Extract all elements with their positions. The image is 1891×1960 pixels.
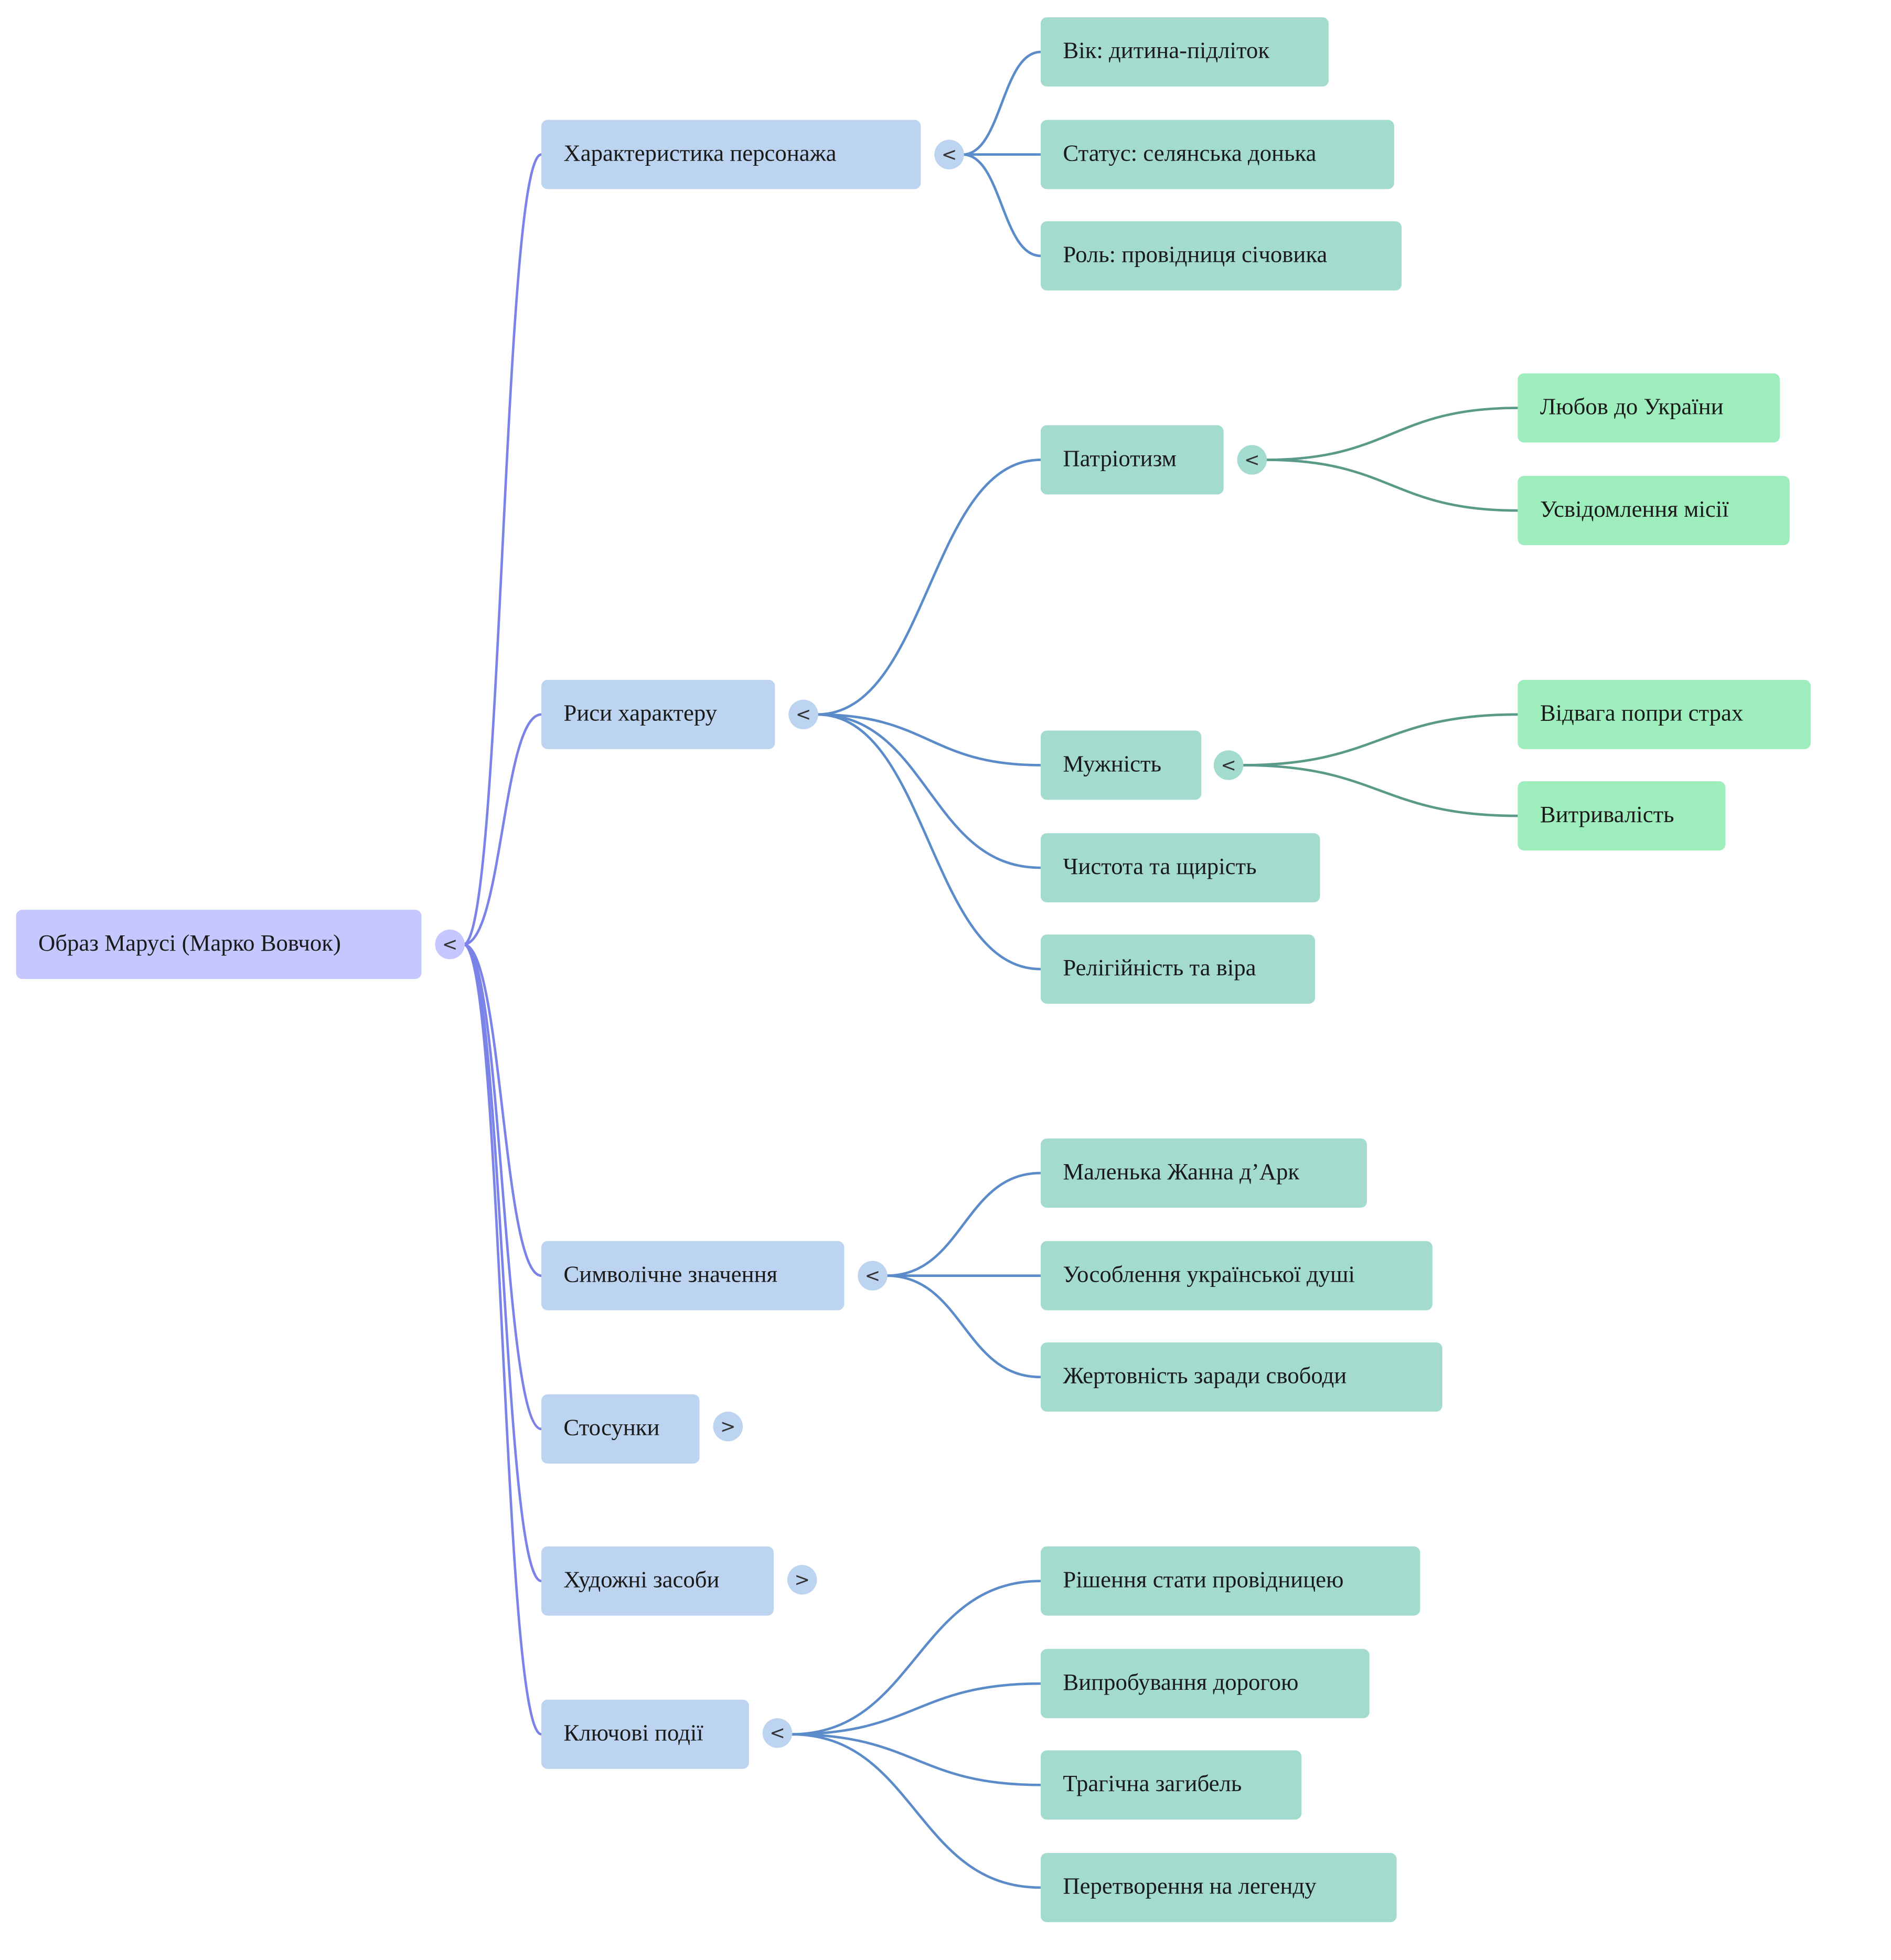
connector-line: [463, 943, 542, 1431]
leaf-node-label: Маленька Жанна д’Арк: [1063, 1159, 1300, 1186]
leaf-node-label: Рішення стати провідницею: [1063, 1567, 1344, 1594]
connector-line: [817, 459, 1041, 716]
branch-node-label: Характеристика персонажа: [563, 141, 837, 167]
connector-line: [790, 1733, 1041, 1786]
connector-line: [963, 50, 1041, 156]
connector-line: [817, 713, 1041, 971]
leaf-node[interactable]: Жертовність заради свободи: [1040, 1342, 1443, 1412]
leaf-node-patriotism[interactable]: Патріотизм: [1040, 425, 1224, 495]
branch-node-label: Риси характеру: [563, 700, 718, 727]
leaf-node-label: Роль: провідниця січовика: [1063, 242, 1328, 269]
branch-collapse-toggle[interactable]: <: [762, 1718, 793, 1748]
leaf-node[interactable]: Випробування дорогою: [1040, 1649, 1370, 1719]
leaf-node-label: Статус: селянська донька: [1063, 141, 1317, 167]
leaf-node-label: Випробування дорогою: [1063, 1670, 1299, 1696]
connector-line: [463, 943, 542, 1277]
root-collapse-toggle[interactable]: <: [435, 929, 465, 960]
branch-node-label: Стосунки: [563, 1415, 660, 1442]
root-node[interactable]: Образ Марусі (Марко Вовчок): [16, 910, 422, 979]
connector-line: [817, 713, 1041, 869]
leaf-node[interactable]: Чистота та щирість: [1040, 833, 1320, 903]
leaf-node[interactable]: Вік: дитина-підліток: [1040, 17, 1329, 87]
subleaf-node[interactable]: Усвідомлення місії: [1518, 476, 1790, 546]
leaf-node-label: Жертовність заради свободи: [1063, 1363, 1347, 1390]
branch-node-characteristics[interactable]: Характеристика персонажа: [541, 120, 921, 189]
connector-line: [790, 1682, 1041, 1736]
connector-line: [1242, 713, 1518, 766]
leaf-node-label: Перетворення на легенду: [1063, 1874, 1317, 1900]
connector-line: [1265, 407, 1518, 461]
subleaf-node-label: Витривалість: [1540, 802, 1674, 828]
subleaf-node[interactable]: Відвага попри страх: [1518, 679, 1811, 749]
leaf-node-label: Мужність: [1063, 751, 1162, 778]
branch-node-symbolism[interactable]: Символічне значення: [541, 1241, 845, 1311]
connector-line: [1242, 764, 1518, 817]
branch-node-relationships[interactable]: Стосунки: [541, 1394, 700, 1464]
subleaf-node[interactable]: Витривалість: [1518, 781, 1726, 851]
connector-line: [886, 1171, 1041, 1277]
leaf-node-label: Релігійність та віра: [1063, 955, 1256, 982]
leaf-node[interactable]: Трагічна загибель: [1040, 1750, 1302, 1820]
branch-node-label: Ключові події: [563, 1720, 703, 1747]
subleaf-node-label: Відвага попри страх: [1540, 700, 1744, 727]
subleaf-node-label: Усвідомлення місії: [1540, 497, 1729, 523]
leaf-node[interactable]: Релігійність та віра: [1040, 934, 1316, 1004]
connector-line: [963, 153, 1041, 258]
leaf-node[interactable]: Статус: селянська донька: [1040, 120, 1394, 189]
leaf-node-label: Трагічна загибель: [1063, 1771, 1242, 1797]
branch-node-label: Художні засоби: [563, 1567, 720, 1594]
branch-expand-toggle[interactable]: >: [787, 1564, 817, 1595]
connector-line: [790, 1733, 1041, 1889]
leaf-node[interactable]: Перетворення на легенду: [1040, 1852, 1397, 1922]
subleaf-node[interactable]: Любов до України: [1518, 373, 1780, 443]
branch-node-key-events[interactable]: Ключові події: [541, 1699, 749, 1769]
leaf-node-label: Вік: дитина-підліток: [1063, 38, 1270, 65]
leaf-node-label: Патріотизм: [1063, 446, 1177, 473]
branch-node-traits[interactable]: Риси характеру: [541, 679, 775, 749]
leaf-node-label: Чистота та щирість: [1063, 854, 1257, 880]
leaf-node[interactable]: Маленька Жанна д’Арк: [1040, 1138, 1367, 1208]
leaf-collapse-toggle[interactable]: <: [1237, 445, 1267, 475]
connector-line: [1265, 459, 1518, 512]
branch-collapse-toggle[interactable]: <: [858, 1261, 888, 1291]
leaf-node[interactable]: Роль: провідниця січовика: [1040, 221, 1402, 291]
connector-line: [463, 943, 542, 1736]
branch-node-artistic-means[interactable]: Художні засоби: [541, 1546, 774, 1616]
branch-expand-toggle[interactable]: >: [713, 1411, 743, 1442]
branch-node-label: Символічне значення: [563, 1262, 778, 1288]
connector-line: [790, 1580, 1041, 1736]
leaf-node[interactable]: Уособлення української душі: [1040, 1241, 1433, 1311]
leaf-node-courage[interactable]: Мужність: [1040, 730, 1202, 800]
subleaf-node-label: Любов до України: [1540, 394, 1724, 421]
connector-line: [463, 153, 542, 946]
leaf-collapse-toggle[interactable]: <: [1213, 750, 1244, 780]
leaf-node-label: Уособлення української душі: [1063, 1262, 1355, 1288]
root-node-label: Образ Марусі (Марко Вовчок): [38, 931, 341, 957]
connector-line: [463, 713, 542, 946]
leaf-node[interactable]: Рішення стати провідницею: [1040, 1546, 1420, 1616]
branch-collapse-toggle[interactable]: <: [788, 699, 818, 730]
connector-line: [817, 713, 1041, 766]
branch-collapse-toggle[interactable]: <: [934, 140, 964, 169]
connector-line: [463, 943, 542, 1582]
connector-line: [886, 1274, 1041, 1379]
